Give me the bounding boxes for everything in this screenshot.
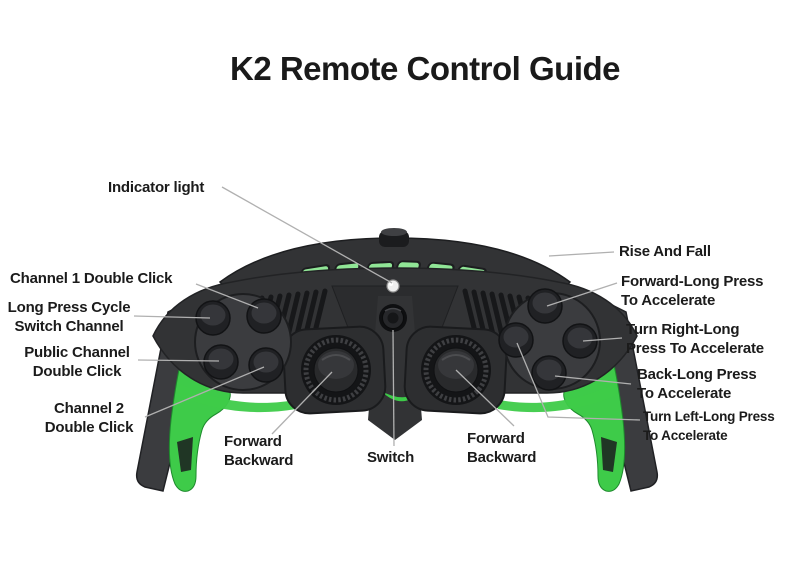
leader-turn-right-long-press	[582, 337, 623, 342]
leader-forward-backward-right	[455, 369, 515, 427]
callout-rise-and-fall: Rise And Fall	[619, 243, 711, 260]
right-grip-notch	[601, 437, 617, 472]
forward-button	[527, 288, 563, 324]
leader-channel-1	[195, 283, 259, 309]
turn-right-button	[562, 323, 598, 359]
right-grip-trigger	[563, 330, 626, 492]
callout-back-long-press: Back-Long Press To Accelerate	[637, 366, 757, 403]
leader-back-long-press	[554, 375, 632, 385]
left-underside-accent	[177, 384, 300, 413]
callout-forward-backward-right: Forward Backward	[467, 430, 537, 467]
callout-long-press-cycle: Long Press Cycle Switch Channel	[7, 299, 131, 336]
leader-channel-2	[144, 366, 265, 418]
callout-turn-right-long-press: Turn Right-Long Press To Accelerate	[626, 321, 764, 358]
leader-indicator-light	[221, 186, 393, 284]
turn-left-button	[498, 322, 534, 358]
left-thumbwheel	[301, 335, 371, 405]
right-button-pad	[498, 288, 601, 391]
leader-forward-long-press	[546, 282, 618, 307]
leader-public-channel	[137, 359, 220, 362]
callout-forward-long-press: Forward-Long Press To Accelerate	[621, 273, 764, 310]
public-channel-button	[203, 344, 239, 380]
callout-channel-2: Channel 2 Double Click	[44, 400, 134, 437]
callout-channel-1: Channel 1 Double Click	[10, 270, 173, 287]
leader-rise-and-fall	[548, 251, 615, 257]
leader-lines	[133, 186, 641, 447]
center-wedge	[368, 296, 422, 440]
cycle-switch-button	[246, 298, 282, 334]
antenna-stub	[379, 228, 409, 247]
leader-forward-backward-left	[271, 371, 333, 435]
callout-turn-left-long-press: Turn Left-Long Press To Accelerate	[643, 409, 775, 443]
callout-forward-backward-left: Forward Backward	[224, 433, 294, 470]
callout-indicator-light: Indicator light	[108, 179, 205, 196]
back-button	[531, 355, 567, 391]
leader-turn-left-long-press	[516, 342, 641, 421]
leader-switch	[392, 329, 395, 447]
left-grip-notch	[177, 437, 193, 472]
indicator-light-dot	[386, 279, 400, 293]
leader-long-press-cycle	[133, 315, 211, 319]
page-title: K2 Remote Control Guide	[229, 50, 621, 87]
power-switch-button	[379, 304, 407, 332]
callout-switch: Switch	[367, 449, 415, 466]
right-underside-accent	[494, 384, 617, 413]
left-button-pad	[194, 293, 292, 391]
callout-public-channel: Public Channel Double Click	[24, 344, 130, 381]
channel-2-button	[248, 347, 284, 383]
